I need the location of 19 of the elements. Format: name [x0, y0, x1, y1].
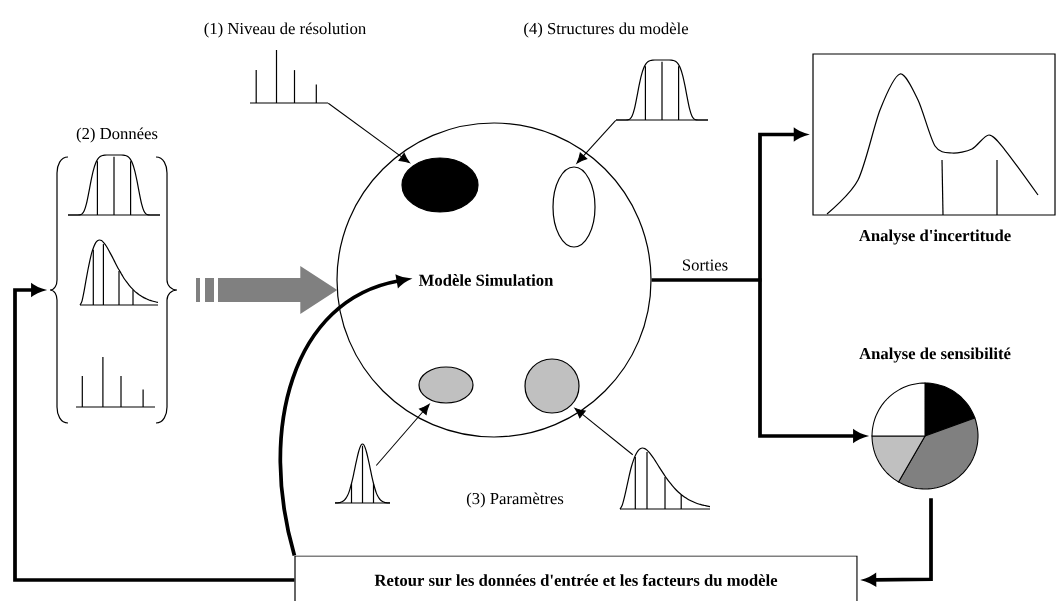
- ellipse-marker: [418, 366, 474, 404]
- arrow: [758, 280, 866, 442]
- model-label: Modèle Simulation: [418, 274, 554, 286]
- ellipse-marker: [401, 157, 479, 213]
- arrow: [574, 407, 634, 456]
- arrow: [576, 119, 617, 164]
- heading: (2) Données: [76, 127, 158, 143]
- edge-label: Sorties: [680, 258, 730, 272]
- ellipse-marker: [552, 166, 596, 248]
- arrow: [13, 284, 295, 582]
- distribution-curve-drawing: [619, 447, 711, 510]
- heading: (4) Structures du modèle: [524, 22, 689, 38]
- group-label: (3) Paramètres: [466, 492, 564, 508]
- heading: (1) Niveau de résolution: [204, 22, 366, 38]
- heading: Analyse de sensibilité: [859, 347, 1011, 363]
- circle-marker: [524, 358, 580, 414]
- arrow: [327, 102, 410, 164]
- feedback-box: Retour sur les données d'entrée et les facteurs du modèle: [294, 555, 858, 601]
- heading: Analyse d'incertitude: [859, 229, 1011, 245]
